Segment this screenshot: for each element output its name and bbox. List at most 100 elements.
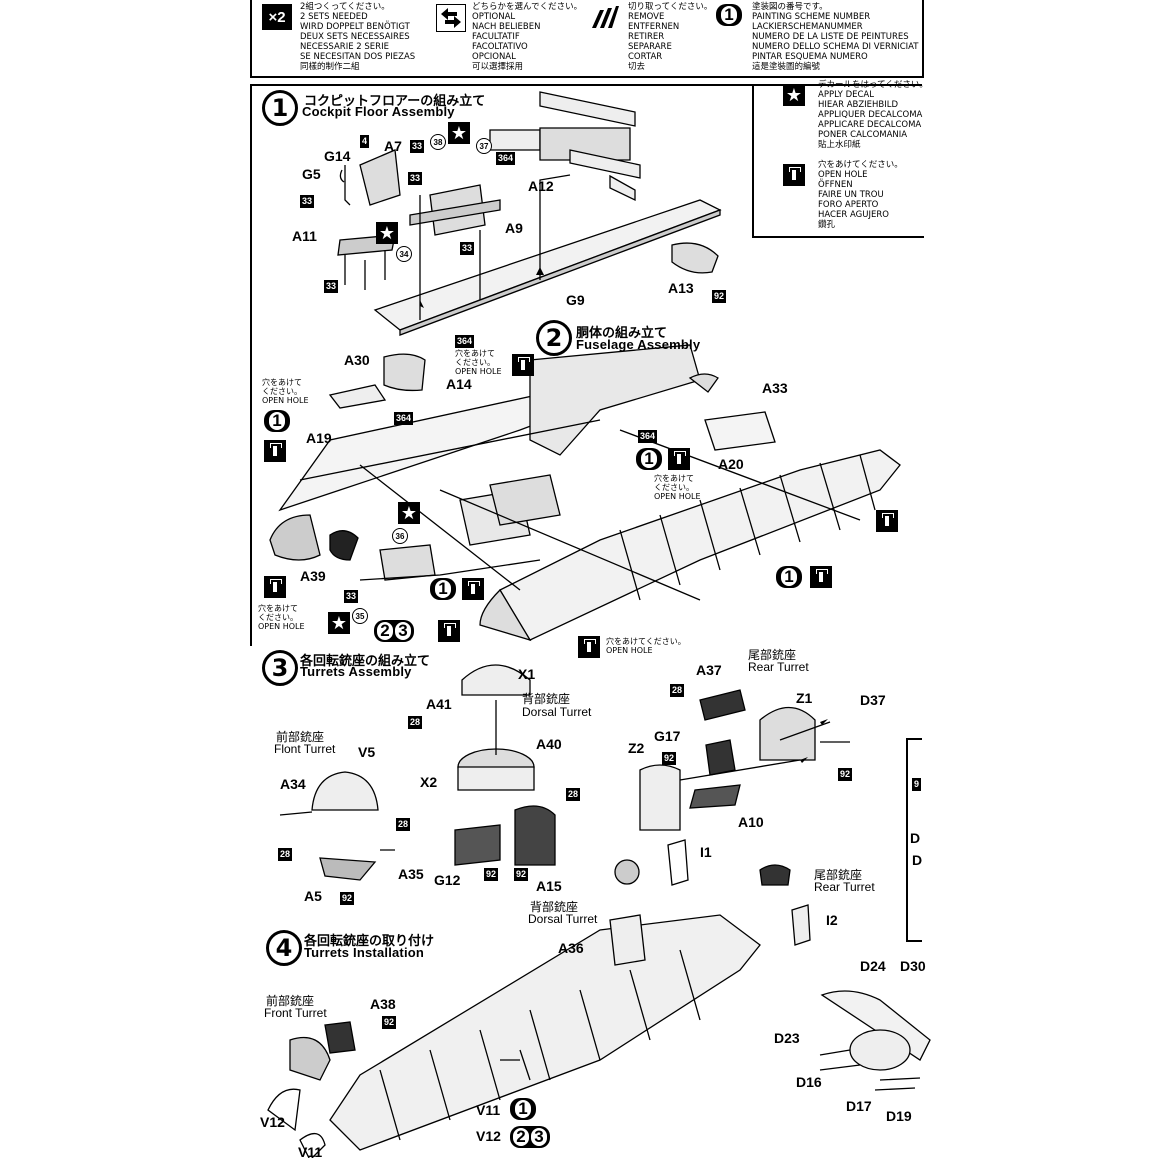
part-v11: V11: [298, 1144, 323, 1160]
part-a9: A9: [505, 220, 523, 236]
front-turret-label-jp: 前部銃座: [276, 730, 325, 744]
step-2-title-jp: 胴体の組み立て: [576, 326, 668, 341]
part-z1: Z1: [796, 690, 813, 706]
step-3-number: 3: [262, 650, 298, 686]
part-a41: A41: [426, 696, 452, 712]
rear-turret-label-en: Rear Turret: [748, 660, 809, 674]
step-1-title-en: Cockpit Floor Assembly: [302, 104, 455, 119]
paint-92: 92: [484, 868, 499, 881]
part-v11: V11: [476, 1102, 501, 1118]
part-g14: G14: [324, 148, 351, 164]
open-hole-icon: [512, 354, 534, 376]
paint-92: 92: [662, 752, 677, 765]
part-a5: A5: [304, 888, 322, 904]
part-a7: A7: [384, 138, 402, 154]
decal-38: 38: [430, 134, 446, 150]
open-hole-note: 穴をあけてください。OPEN HOLE: [262, 378, 309, 405]
open-hole-icon: [668, 448, 690, 470]
part-a13: A13: [668, 280, 694, 296]
part-a33: A33: [762, 380, 788, 396]
part-z2: Z2: [628, 740, 645, 756]
part-a12: A12: [528, 178, 554, 194]
paint-28: 28: [278, 848, 293, 861]
front-turret-label-en: Front Turret: [264, 1006, 327, 1020]
step-3-title-en: Turrets Assembly: [300, 664, 412, 679]
open-hole-note: 穴をあけてください。OPEN HOLE: [258, 604, 305, 631]
painting-scheme-1: 1: [264, 410, 290, 432]
paint-92: 92: [838, 768, 853, 781]
part-a39: A39: [300, 568, 326, 584]
part-a34: A34: [280, 776, 306, 792]
painting-scheme-icon: 1: [716, 4, 742, 26]
part-g12: G12: [434, 872, 461, 888]
step-4-number: 4: [266, 930, 302, 966]
dorsal-turret-label-en: Dorsal Turret: [528, 912, 598, 926]
dorsal-turret-label-jp: 背部銃座: [530, 900, 579, 914]
part-a19: A19: [306, 430, 332, 446]
decal-star-icon: ★: [376, 222, 398, 244]
paint-364: 364: [455, 335, 475, 348]
paint-92: 92: [712, 290, 727, 303]
paint-364: 364: [496, 152, 516, 165]
part-a30: A30: [344, 352, 370, 368]
painting-scheme-1: 1: [636, 448, 662, 470]
painting-scheme-1: 1: [510, 1098, 536, 1120]
step-4-title-jp: 各回転銃座の取り付け: [304, 934, 435, 949]
step-3-title-jp: 各回転銃座の組み立て: [300, 654, 431, 669]
part-d16: D16: [796, 1074, 822, 1090]
rear-turret-label-en: Rear Turret: [814, 880, 875, 894]
decal-star-icon: ★: [783, 84, 805, 106]
part-d30: D30: [900, 958, 926, 974]
paint-33: 33: [410, 140, 425, 153]
decal-35: 35: [352, 608, 368, 624]
part-d19: D19: [886, 1108, 912, 1124]
open-hole-icon: [783, 164, 805, 186]
paint-28: 28: [396, 818, 411, 831]
cropped-box: [906, 738, 922, 942]
step-2-title-en: Fuselage Assembly: [576, 337, 701, 352]
right-legend-box: [752, 84, 924, 238]
part-a15: A15: [536, 878, 562, 894]
decal-star-icon: ★: [398, 502, 420, 524]
part-g9: G9: [566, 292, 585, 308]
rear-turret-label-jp: 尾部銃座: [814, 868, 863, 882]
legend-bar: [250, 0, 924, 78]
open-hole-icon: [264, 576, 286, 598]
remove-icon: [590, 4, 620, 30]
part-x1: X1: [518, 666, 536, 682]
part-d24: D24: [860, 958, 886, 974]
step-2-number: 2: [536, 320, 572, 356]
part-a37: A37: [696, 662, 722, 678]
front-turret-label-en: Flont Turret: [274, 742, 336, 756]
steps-frame: [250, 84, 922, 646]
decal-star-icon: ★: [448, 122, 470, 144]
part-v12: V12: [476, 1128, 501, 1144]
open-hole-icon: [578, 636, 600, 658]
open-hole-icon: [876, 510, 898, 532]
step-1-title-jp: コクピットフロアーの組み立て: [304, 94, 486, 109]
dorsal-turret-label-en: Dorsal Turret: [522, 705, 592, 719]
paint-92: 92: [514, 868, 529, 881]
part-a38: A38: [370, 996, 396, 1012]
part-d37: D37: [860, 692, 886, 708]
paint-364: 364: [394, 412, 414, 425]
paint-33: 33: [300, 195, 315, 208]
open-hole-icon: [438, 620, 460, 642]
part-a35: A35: [398, 866, 424, 882]
part-d17: D17: [846, 1098, 872, 1114]
painting-scheme-1: 1: [430, 578, 456, 600]
front-turret-label-jp: 前部銃座: [266, 994, 315, 1008]
paint-28: 28: [566, 788, 581, 801]
paint-33: 33: [460, 242, 475, 255]
decal-36: 36: [392, 528, 408, 544]
paint-28: 28: [408, 716, 423, 729]
open-hole-icon: [462, 578, 484, 600]
part-i1: I1: [700, 844, 712, 860]
part-a36: A36: [558, 940, 584, 956]
